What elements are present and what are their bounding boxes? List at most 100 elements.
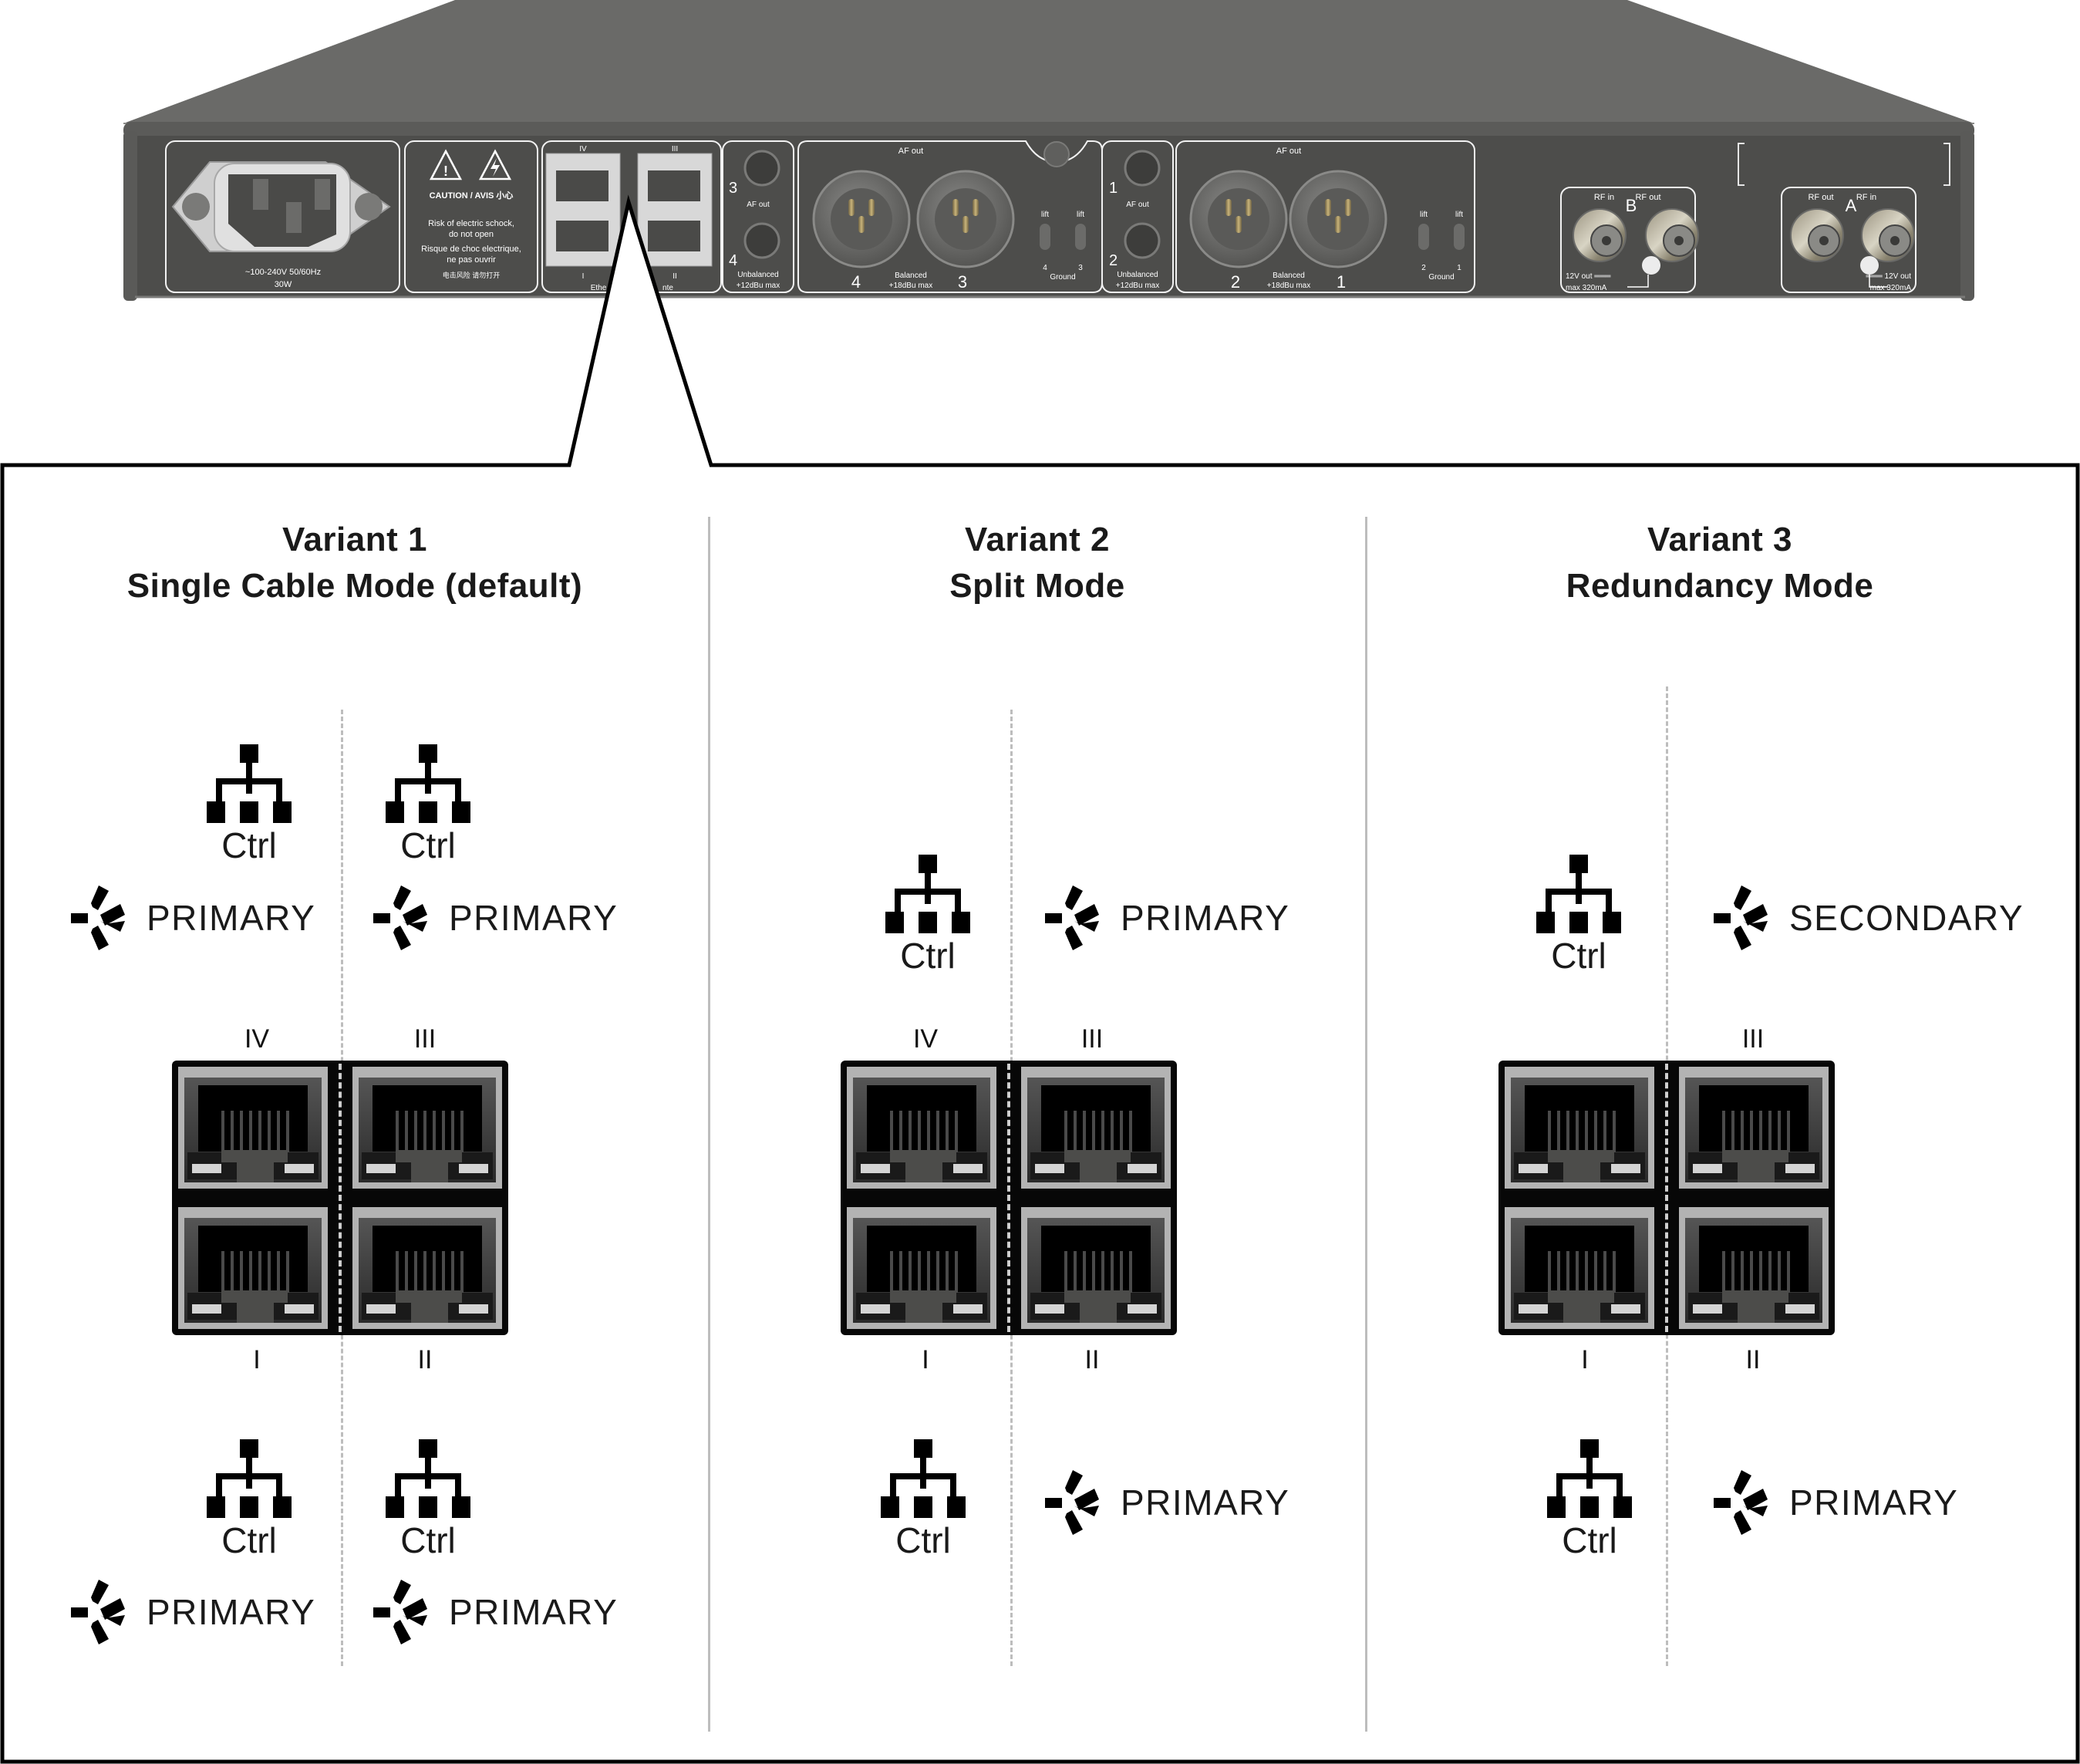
jack-number: 2	[1109, 252, 1118, 269]
dante-label: PRIMARY	[1121, 898, 1290, 938]
port-label-iii: III	[1741, 1024, 1765, 1054]
port-label-iii: III	[413, 1024, 437, 1054]
ground-number: 3	[1078, 264, 1083, 272]
status-led	[1642, 256, 1660, 275]
lift-label: lift	[1420, 211, 1428, 219]
rj45-port-icon	[178, 1067, 328, 1189]
ctrl-label: Ctrl	[900, 936, 956, 976]
network-hierarchy-icon	[386, 744, 470, 823]
dante-assignment: PRIMARY	[71, 1573, 315, 1651]
label-area-bracket	[1738, 143, 1950, 186]
jack-caption: +12dBu max	[737, 282, 780, 290]
rf-channel-letter: B	[1626, 196, 1637, 215]
ground-lift-switch	[1075, 224, 1086, 250]
network-hierarchy-icon	[881, 1439, 966, 1518]
device-ethernet-caption-left: Ethe	[591, 284, 607, 292]
variant-separator	[708, 517, 710, 1732]
variant-mode: Split Mode	[949, 567, 1125, 605]
xlr-title: AF out	[1276, 147, 1301, 156]
ctrl-assignment: Ctrl	[1539, 1439, 1640, 1561]
device-port-label-i: I	[582, 272, 585, 281]
caution-line-5: 电击风险 请勿打开	[443, 271, 501, 279]
device-port-label-iv: IV	[579, 145, 587, 153]
rf-channel-letter: A	[1846, 196, 1857, 215]
electric-shock-icon	[478, 149, 512, 180]
variant-number: Variant 3	[1647, 521, 1792, 558]
ctrl-assignment: Ctrl	[378, 1439, 478, 1561]
port-label-iv: IV	[912, 1024, 939, 1054]
xlr-number: 4	[851, 272, 861, 292]
rj45-port-icon	[847, 1067, 996, 1189]
port-label-i: I	[253, 1345, 261, 1374]
dante-logo-icon	[1714, 1470, 1768, 1535]
svg-text:!: !	[443, 164, 448, 179]
rf-label: RF in	[1594, 193, 1614, 202]
ctrl-label: Ctrl	[1551, 936, 1606, 976]
ground-number: 2	[1421, 264, 1426, 272]
port-label-i: I	[922, 1345, 929, 1374]
device-ethernet-caption-right: nte	[662, 284, 673, 292]
jack-caption: +12dBu max	[1116, 282, 1159, 290]
dante-label: PRIMARY	[449, 898, 619, 938]
ground-number: 4	[1043, 264, 1047, 272]
variant-number: Variant 2	[965, 521, 1110, 558]
port-grid-divider	[1007, 1064, 1010, 1332]
xlr-caption: Balanced	[895, 272, 927, 280]
power-watt-label: 30W	[275, 280, 292, 289]
ground-label: Ground	[1428, 273, 1454, 282]
dante-assignment: PRIMARY	[1714, 1464, 1958, 1541]
dante-label: PRIMARY	[449, 1592, 619, 1632]
lift-label: lift	[1455, 211, 1463, 219]
ctrl-label: Ctrl	[221, 1520, 277, 1560]
rj45-port-icon	[352, 1207, 502, 1329]
lift-label: lift	[1041, 211, 1049, 219]
variant-separator	[1365, 517, 1367, 1732]
rj45-port-grid	[172, 1061, 508, 1335]
ctrl-assignment: Ctrl	[878, 855, 978, 976]
caution-line-2: do not open	[449, 230, 494, 239]
rj45-port-grid	[841, 1061, 1177, 1335]
rj45-port-icon	[847, 1207, 996, 1329]
rf-power-label: ═══ 12V out	[1865, 272, 1911, 281]
dante-logo-icon	[1045, 1470, 1099, 1535]
network-hierarchy-icon	[386, 1439, 470, 1518]
caution-line-4: ne pas ouvrir	[447, 255, 496, 265]
dante-label: PRIMARY	[1789, 1482, 1959, 1523]
port-label-iii: III	[1080, 1024, 1104, 1054]
port-label-ii: II	[1745, 1345, 1761, 1374]
port-label-i: I	[1581, 1345, 1589, 1374]
port-label-iv: IV	[244, 1024, 270, 1054]
dante-logo-icon	[71, 885, 125, 950]
variant-number: Variant 1	[282, 521, 427, 558]
variant-mode: Redundancy Mode	[1566, 567, 1874, 605]
caution-line-1: Risk of electric schock,	[428, 219, 514, 228]
xlr-number: 3	[958, 272, 967, 292]
network-hierarchy-icon	[1536, 855, 1621, 933]
ctrl-assignment: Ctrl	[199, 744, 299, 866]
port-label-ii: II	[1084, 1345, 1100, 1374]
dante-assignment: PRIMARY	[1045, 1464, 1289, 1541]
jack-label: AF out	[747, 201, 770, 209]
ctrl-label: Ctrl	[1562, 1520, 1617, 1560]
rf-power-label: max 320mA	[1870, 284, 1912, 292]
power-voltage-label: ~100-240V 50/60Hz	[245, 268, 321, 277]
ctrl-label: Ctrl	[400, 1520, 456, 1560]
port-grid-divider	[339, 1064, 342, 1332]
jack-caption: Unbalanced	[737, 271, 778, 279]
ctrl-label: Ctrl	[221, 825, 277, 865]
device-port-label-ii: II	[673, 272, 677, 281]
xlr-number: 1	[1337, 272, 1346, 292]
network-hierarchy-icon	[207, 1439, 292, 1518]
ground-label: Ground	[1050, 273, 1075, 282]
variant-title: Variant 3 Redundancy Mode	[1396, 517, 2044, 609]
rj45-port-icon	[1021, 1207, 1171, 1329]
dante-logo-icon	[1714, 885, 1768, 950]
ground-lift-switch	[1418, 224, 1429, 250]
ground-number: 1	[1457, 264, 1461, 272]
caution-title: CAUTION / AVIS 小心	[430, 190, 514, 201]
rf-label: RF out	[1635, 193, 1660, 202]
jack-number: 3	[729, 180, 737, 197]
ground-lift-switch	[1040, 224, 1050, 250]
xlr-title: AF out	[898, 147, 923, 156]
dante-label: PRIMARY	[147, 898, 316, 938]
